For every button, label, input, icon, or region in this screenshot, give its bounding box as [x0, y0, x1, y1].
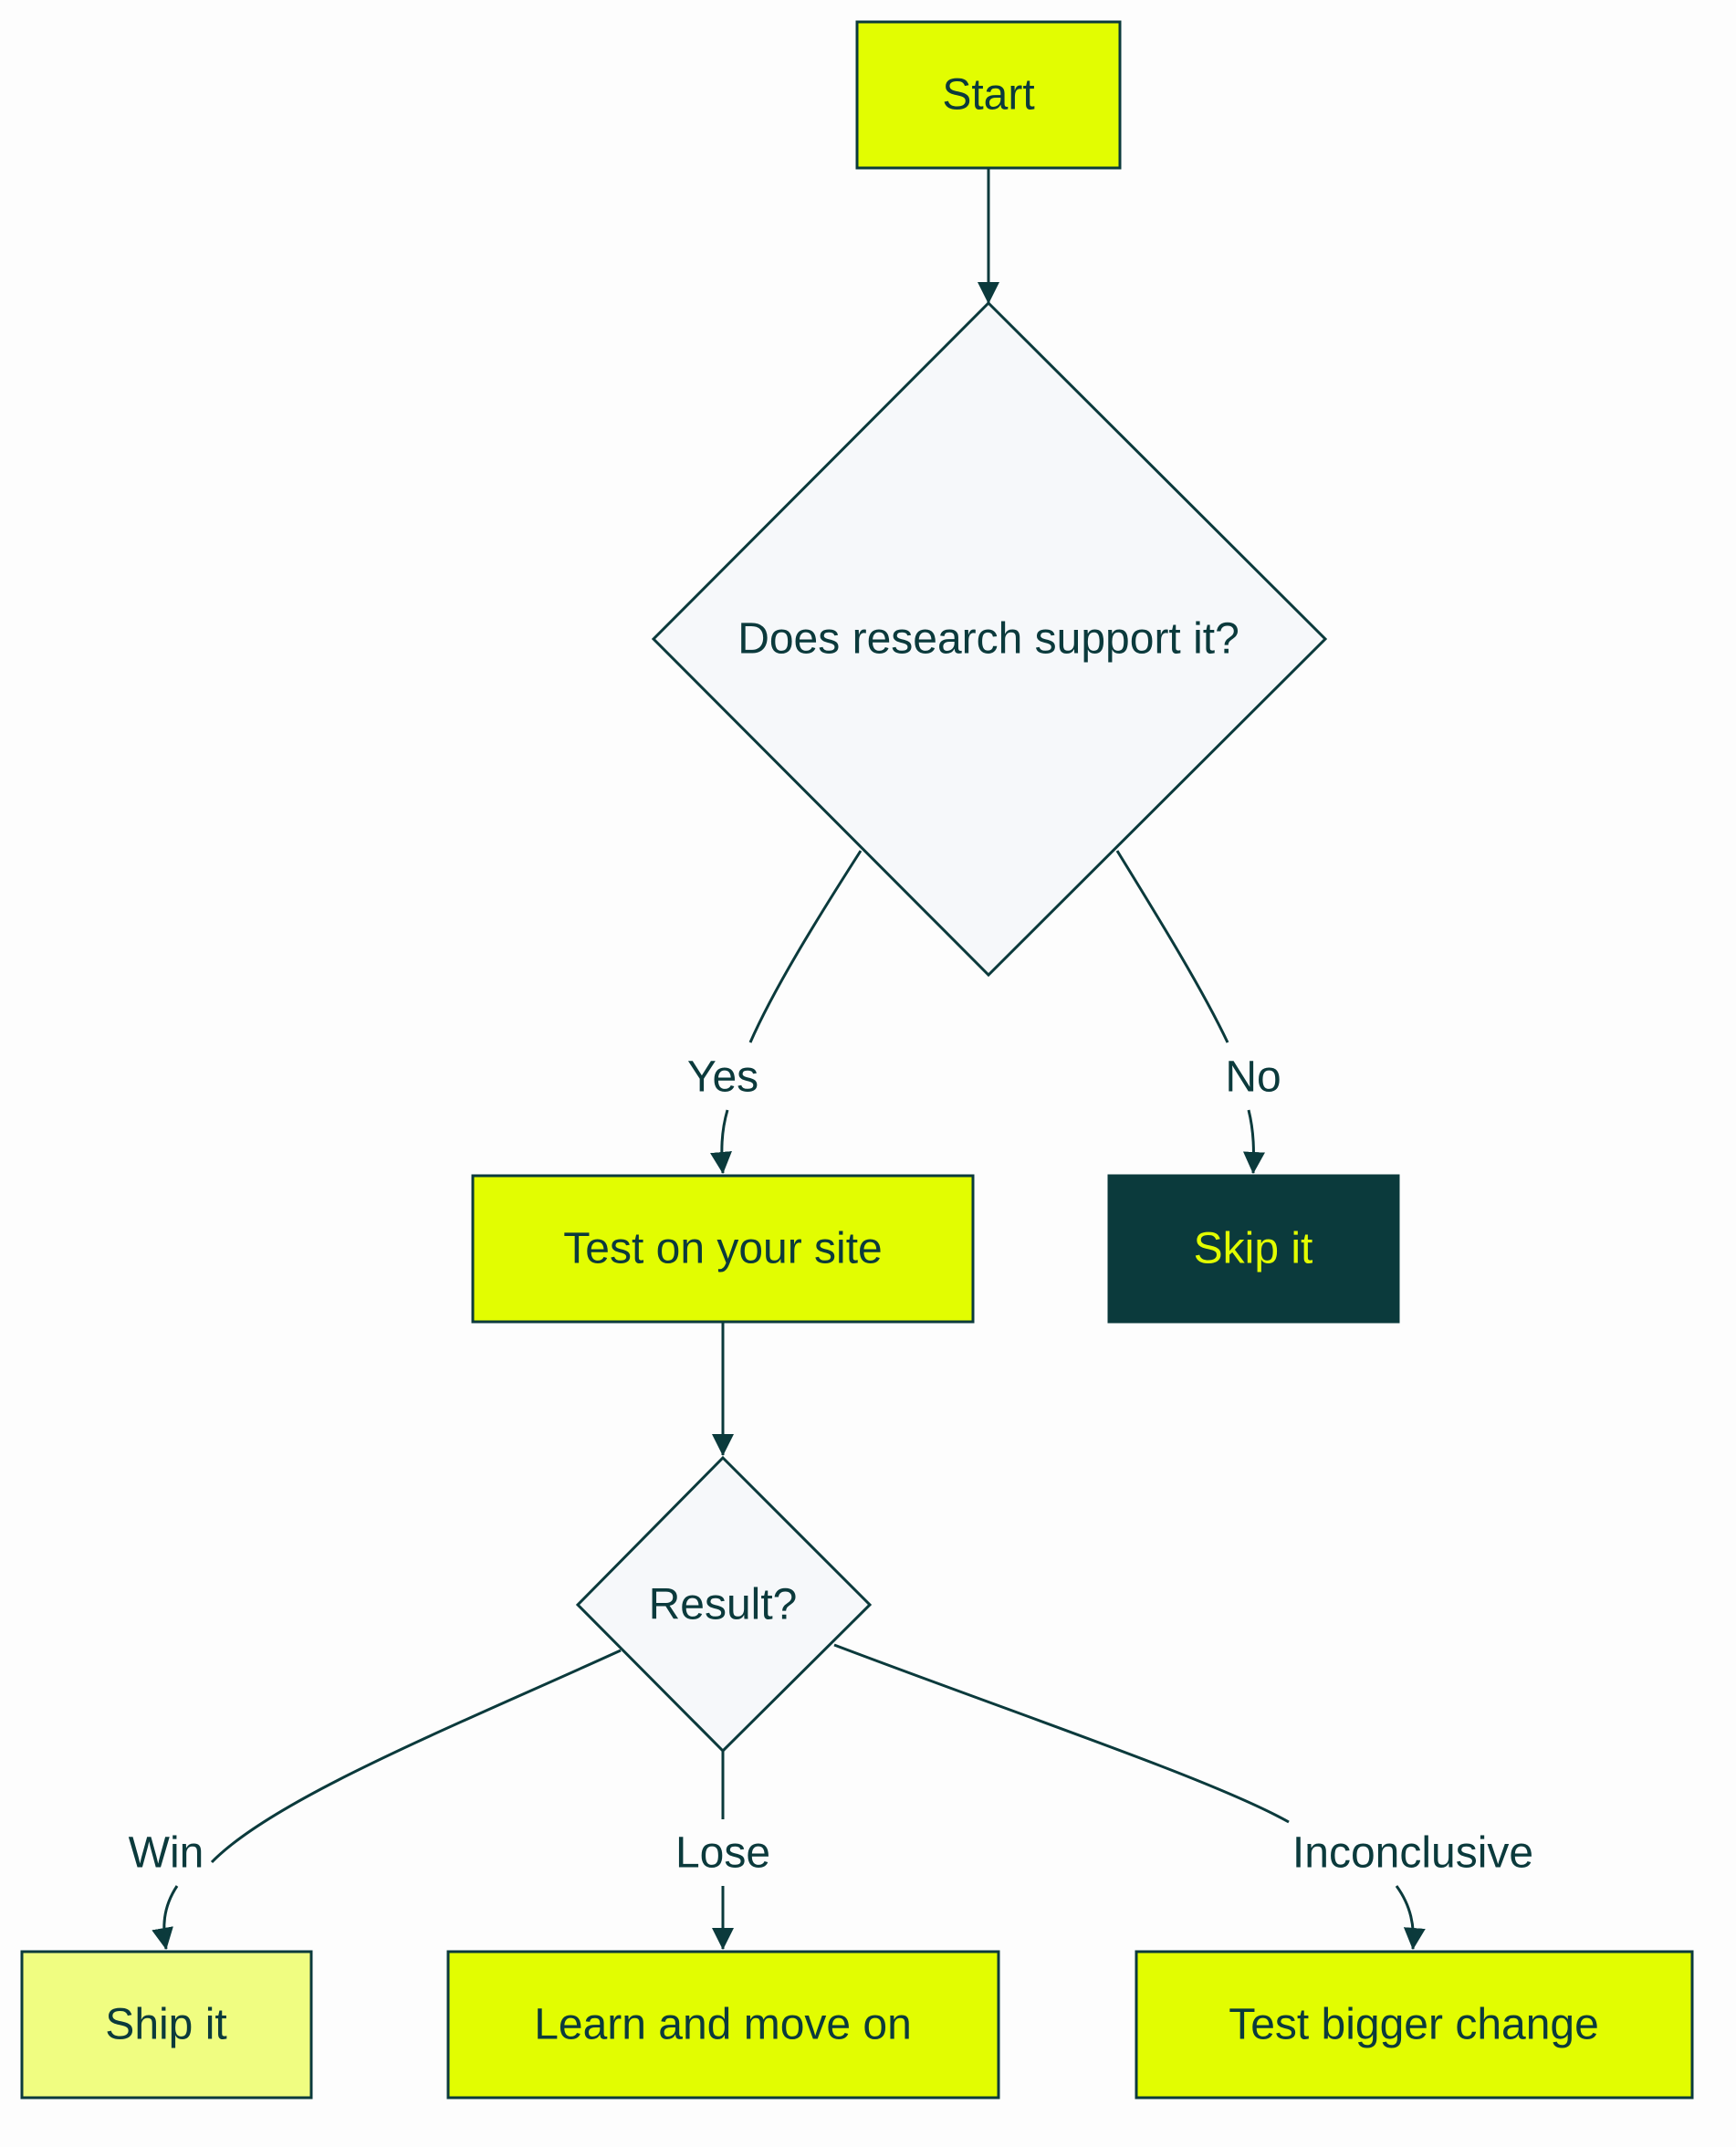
edge-result-inconclusive-upper [833, 1643, 1290, 1824]
node-start-label: Start [942, 71, 1034, 120]
node-test-bigger-label: Test bigger change [1229, 2001, 1599, 2049]
node-research-decision-label: Does research support it? [737, 615, 1239, 664]
node-research-decision-diamond [651, 300, 1328, 978]
node-result-decision-diamond [575, 1455, 873, 1754]
node-learn-box [446, 1950, 1000, 2100]
node-skip-box [1107, 1174, 1400, 1324]
edges [152, 168, 1426, 1950]
edge-label-win: Win [129, 1829, 204, 1878]
node-ship-label: Ship it [105, 2001, 226, 2049]
edge-research-no-lower [1243, 1109, 1265, 1174]
node-skip[interactable]: Skip it [1107, 1174, 1400, 1324]
node-test-bigger-box [1135, 1950, 1694, 2100]
edge-result-inconclusive-lower [1395, 1885, 1426, 1950]
node-start[interactable]: Start [855, 20, 1122, 170]
node-result-decision-label: Result? [649, 1581, 798, 1629]
node-skip-label: Skip it [1194, 1225, 1313, 1273]
node-start-box [855, 20, 1122, 170]
edge-result-win-lower [152, 1885, 179, 1950]
edge-result-win-upper [210, 1649, 622, 1864]
node-result-decision[interactable]: Result? [575, 1455, 873, 1754]
node-research-decision[interactable]: Does research support it? [651, 300, 1328, 978]
edge-label-yes: Yes [687, 1053, 758, 1102]
edge-label-lose: Lose [675, 1829, 770, 1878]
edge-label-inconclusive: Inconclusive [1292, 1829, 1533, 1878]
node-test-bigger[interactable]: Test bigger change [1135, 1950, 1694, 2100]
node-ship[interactable]: Ship it [20, 1950, 313, 2100]
node-test-site-box [471, 1174, 975, 1324]
edge-research-no-upper [1115, 850, 1229, 1043]
node-test-site[interactable]: Test on your site [471, 1174, 975, 1324]
node-learn-label: Learn and move on [534, 2001, 912, 2049]
node-test-site-label: Test on your site [563, 1225, 883, 1273]
edge-research-yes-upper [748, 850, 863, 1043]
edge-labels: Yes No Win Lose Inconclusive [129, 1053, 1533, 1878]
node-learn[interactable]: Learn and move on [446, 1950, 1000, 2100]
node-ship-box [20, 1950, 313, 2100]
edge-research-yes-lower [710, 1109, 732, 1174]
edge-label-no: No [1225, 1053, 1281, 1102]
